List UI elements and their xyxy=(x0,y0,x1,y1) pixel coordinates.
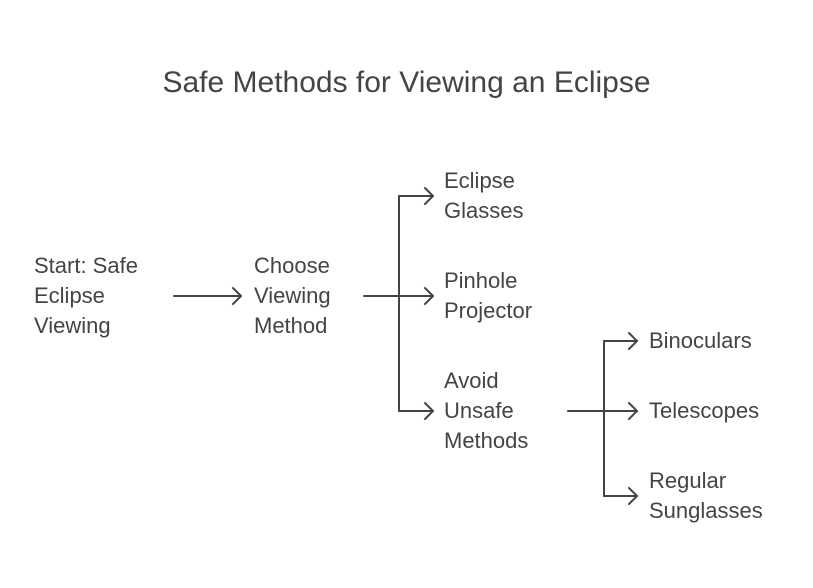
node-regular-sunglasses-line-2: Sunglasses xyxy=(649,498,763,523)
node-pinhole-projector-line-2: Projector xyxy=(444,298,533,323)
edge-avoid-to-regular-sunglasses xyxy=(603,487,638,505)
node-pinhole-projector-line-1: Pinhole xyxy=(444,268,518,293)
node-start-line-3: Viewing xyxy=(34,313,111,338)
node-telescopes-line-1: Telescopes xyxy=(649,398,760,423)
node-avoid-unsafe-line-3: Methods xyxy=(444,428,529,453)
node-eclipse-glasses: Eclipse Glasses xyxy=(444,166,523,226)
node-eclipse-glasses-line-2: Glasses xyxy=(444,198,524,223)
node-regular-sunglasses: Regular Sunglasses xyxy=(649,466,763,526)
edge-start-to-choose xyxy=(173,287,242,305)
edge-choose-trunk xyxy=(363,195,400,412)
node-choose-line-3: Method xyxy=(254,313,328,338)
node-binoculars-line-1: Binoculars xyxy=(649,328,752,353)
node-avoid-unsafe-line-1: Avoid xyxy=(444,368,499,393)
node-choose-line-1: Choose xyxy=(254,253,330,278)
node-pinhole-projector: Pinhole Projector xyxy=(444,266,532,326)
node-start: Start: Safe Eclipse Viewing xyxy=(34,251,138,341)
node-regular-sunglasses-line-1: Regular xyxy=(649,468,727,493)
diagram-title: Safe Methods for Viewing an Eclipse xyxy=(162,66,651,99)
node-telescopes: Telescopes xyxy=(649,396,759,426)
node-avoid-unsafe-line-2: Unsafe xyxy=(444,398,514,423)
node-eclipse-glasses-line-1: Eclipse xyxy=(444,168,515,193)
edge-avoid-trunk xyxy=(567,340,605,497)
node-start-line-2: Eclipse xyxy=(34,283,105,308)
node-start-line-1: Start: Safe xyxy=(34,253,138,278)
node-binoculars: Binoculars xyxy=(649,326,752,356)
edge-choose-to-pinhole-projector xyxy=(398,287,434,305)
node-choose: Choose Viewing Method xyxy=(254,251,331,341)
node-choose-line-2: Viewing xyxy=(254,283,331,308)
node-avoid-unsafe: Avoid Unsafe Methods xyxy=(444,366,528,456)
edge-avoid-to-telescopes xyxy=(603,402,638,420)
edge-avoid-to-binoculars xyxy=(603,332,638,350)
edge-choose-to-avoid-unsafe xyxy=(398,402,434,420)
edge-choose-to-eclipse-glasses xyxy=(398,187,434,205)
